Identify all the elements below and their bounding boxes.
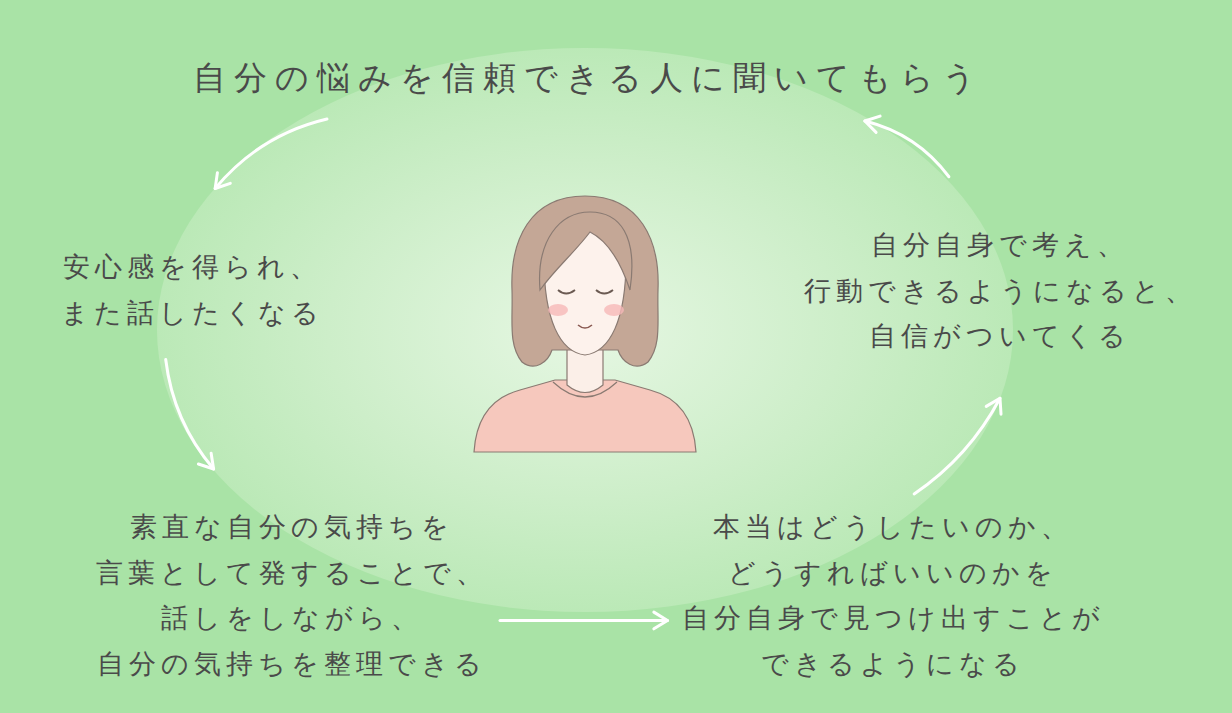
cycle-arrow [914,398,1001,494]
cycle-arrow [215,119,327,189]
eye-right [596,290,613,294]
cycle-step: 自分の悩みを信頼できる人に聞いてもらう [193,55,984,101]
arrow-head [198,453,213,469]
blush-right [604,304,624,316]
arrow-line [500,619,668,622]
smile [578,325,592,328]
arrow-head [215,173,230,189]
cycle-arrow [166,360,214,470]
arrow-line [914,398,1000,494]
step-text: 安心感を得られ、 また話したくなる [61,244,324,335]
cycle-step: 素直な自分の気持ちを 言葉として発することで、 話しをしながら、 自分の気持ちを… [96,504,488,686]
arrow-line [865,121,949,177]
cycle-arrow [500,612,668,629]
cycle-step: 本当はどうしたいのか、 どうすればいいのかを 自分自身で見つけ出すことが できる… [682,504,1105,686]
hair-back [512,196,658,366]
arrow-head [865,116,880,132]
cycle-arrow [865,116,949,177]
cycle-step: 安心感を得られ、 また話したくなる [61,244,324,335]
cycle-step: 自分自身で考え、 行動できるようになると、 自信がついてくる [804,222,1197,359]
arrow-line [215,119,327,189]
blush-left [548,304,568,316]
fringe [540,212,632,290]
step-text: 自分の悩みを信頼できる人に聞いてもらう [193,55,984,101]
step-text: 本当はどうしたいのか、 どうすればいいのかを 自分自身で見つけ出すことが できる… [682,504,1105,686]
eye-left [558,290,575,294]
arrow-head [986,398,1001,414]
step-text: 素直な自分の気持ちを 言葉として発することで、 話しをしながら、 自分の気持ちを… [96,504,488,686]
arrow-line [166,360,214,470]
arrow-head [654,612,668,629]
step-text: 自分自身で考え、 行動できるようになると、 自信がついてくる [804,222,1197,359]
